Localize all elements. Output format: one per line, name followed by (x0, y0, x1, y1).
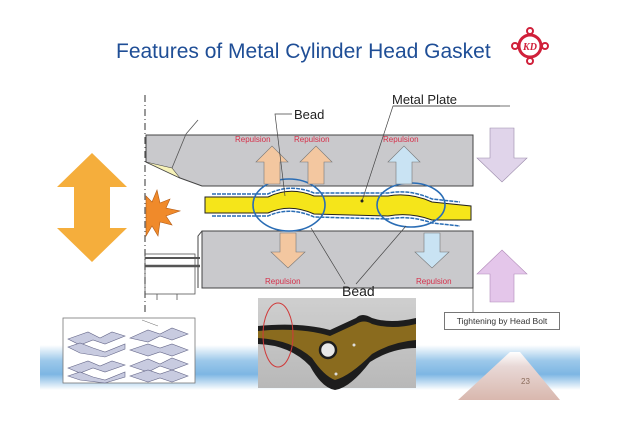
label-repulsion-5: Repulsion (416, 277, 452, 286)
metal-plate (204, 190, 472, 221)
label-bead-top: Bead (294, 107, 325, 122)
valve-seat (145, 161, 181, 179)
bolt-force-arrow-up (476, 249, 528, 303)
gasket-photo (258, 298, 416, 390)
label-repulsion-4: Repulsion (265, 277, 301, 286)
photo-highlight-ellipse (262, 302, 294, 368)
repulsion-arrow-down-1 (270, 232, 306, 269)
decorative-mountain (458, 352, 560, 400)
label-tightening-by-head-bolt: Tightening by Head Bolt (444, 312, 560, 330)
repulsion-arrow-down-2 (414, 232, 450, 269)
slide-title: Features of Metal Cylinder Head Gasket (116, 40, 491, 63)
label-repulsion-1: Repulsion (235, 135, 271, 144)
label-metal-plate: Metal Plate (392, 92, 458, 107)
page-number: 23 (521, 377, 530, 386)
repulsion-arrow-up-2 (299, 145, 333, 185)
piston-motion-double-arrow-icon (57, 153, 127, 262)
leader-bead-top (274, 113, 292, 197)
combustion-burst-icon (145, 189, 182, 238)
bead-highlight-left (252, 178, 326, 232)
repulsion-arrow-up-3 (387, 145, 421, 185)
company-logo-icon: KD (511, 27, 549, 65)
label-repulsion-3: Repulsion (383, 135, 419, 144)
label-bead-bottom: Bead (342, 283, 375, 299)
label-repulsion-2: Repulsion (294, 135, 330, 144)
piston-rings (144, 253, 200, 300)
bolt-force-arrow-down (476, 127, 528, 183)
svg-text:KD: KD (522, 42, 537, 53)
bead-types-inset (62, 317, 196, 384)
